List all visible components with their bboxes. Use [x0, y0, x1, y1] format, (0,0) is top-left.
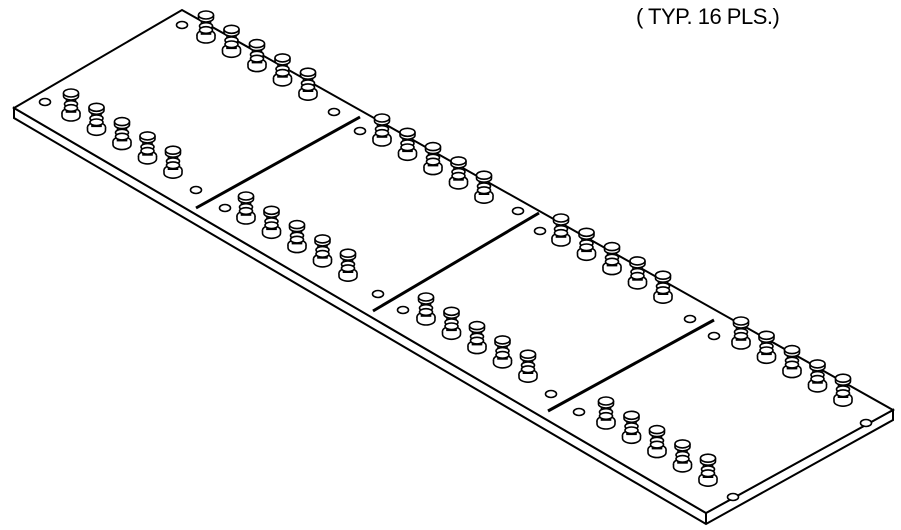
stud	[338, 248, 358, 282]
stud	[221, 24, 242, 59]
stud	[416, 292, 436, 326]
stud	[602, 241, 622, 276]
stud	[448, 156, 469, 190]
mounting-hole	[175, 20, 189, 30]
section-seams	[195, 115, 715, 413]
mounting-hole	[859, 418, 873, 428]
stud	[272, 53, 293, 87]
stud	[672, 439, 693, 473]
stud	[467, 320, 487, 355]
stud	[731, 316, 751, 350]
stud	[627, 256, 648, 290]
mounting-hole	[327, 107, 341, 117]
mounting-hole	[371, 289, 385, 299]
stud	[621, 410, 642, 445]
stud	[551, 213, 571, 247]
stud	[397, 127, 418, 162]
stud	[596, 396, 616, 430]
stud	[372, 113, 392, 147]
stud	[756, 330, 777, 365]
stud	[833, 373, 853, 407]
mounting-hole	[683, 314, 697, 324]
stud	[298, 67, 318, 101]
stud	[196, 10, 216, 44]
stud	[247, 38, 267, 73]
base-plate	[12, 8, 896, 526]
typical-callout-label: ( TYP. 16 PLS.)	[636, 4, 780, 29]
stud-rows	[61, 10, 853, 487]
stud	[112, 116, 132, 151]
seam-line	[195, 115, 361, 210]
stud	[137, 131, 158, 165]
stud	[492, 335, 513, 369]
mounting-hole	[38, 97, 52, 107]
stud	[287, 219, 307, 254]
mounting-hole	[544, 389, 558, 399]
stud	[474, 170, 494, 204]
stud	[441, 306, 462, 341]
mounting-hole	[533, 226, 547, 236]
stud	[312, 234, 333, 268]
mounting-hole	[511, 206, 525, 216]
stud	[647, 424, 667, 459]
stud	[236, 191, 256, 225]
stud	[782, 344, 802, 379]
mounting-hole	[353, 126, 367, 136]
seam-line	[372, 211, 540, 313]
mounting-hole	[218, 203, 232, 213]
plate-top-surface	[12, 8, 896, 515]
stud	[807, 359, 828, 393]
mounting-hole	[572, 407, 586, 417]
stud	[653, 270, 673, 304]
mounting-holes	[38, 20, 873, 502]
seam-line	[547, 318, 715, 413]
mounting-hole	[396, 305, 410, 315]
stud	[576, 227, 597, 262]
mounting-hole	[707, 331, 721, 341]
stud	[261, 205, 282, 240]
stud	[518, 349, 538, 383]
stud	[86, 102, 107, 137]
stud	[423, 141, 443, 176]
stud	[698, 453, 718, 487]
mounting-hole	[726, 492, 740, 502]
stud	[61, 88, 81, 122]
mounting-hole	[189, 185, 203, 195]
stud	[163, 145, 183, 179]
